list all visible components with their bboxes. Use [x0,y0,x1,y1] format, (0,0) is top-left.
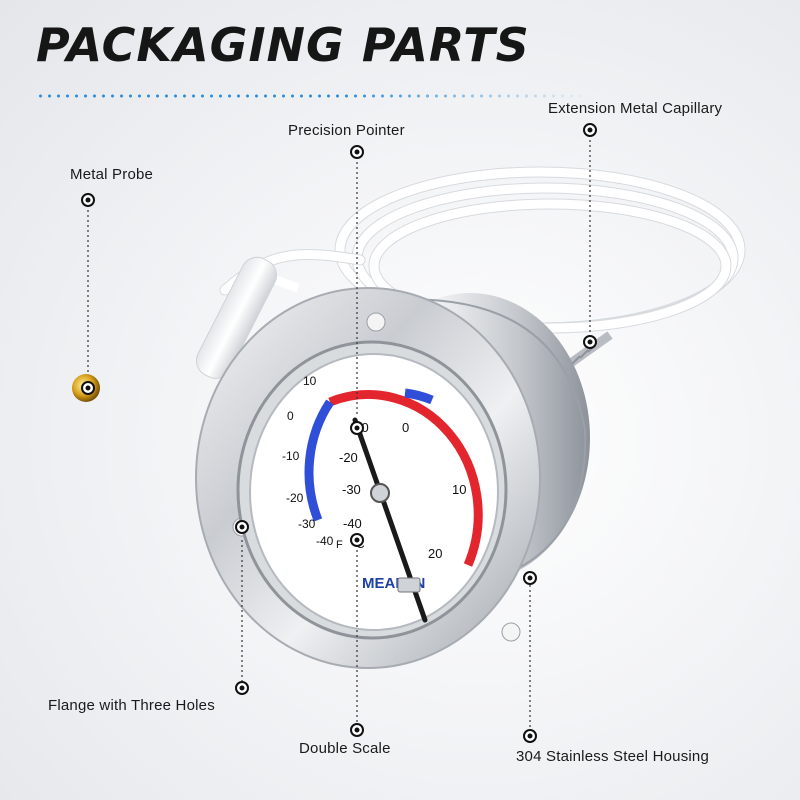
precision-pointer [352,417,428,623]
label-metal-probe: Metal Probe [70,166,154,183]
fahrenheit-tick: -10 [282,449,300,463]
leader-lines [87,130,591,736]
fahrenheit-unit: F [336,539,343,551]
celsius-tick: -30 [342,482,361,497]
fahrenheit-tick: 0 [287,409,294,423]
title-underline-dots [36,94,596,98]
label-flange: Flange with Three Holes [48,697,215,714]
leader-markers [81,123,597,743]
metal-probe [72,256,300,402]
label-extension-capillary: Extension Metal Capillary [548,100,723,117]
fahrenheit-tick: -40 [316,534,334,548]
celsius-tick: 20 [428,546,442,561]
celsius-tick: -40 [343,516,362,531]
label-double-scale: Double Scale [299,740,391,757]
celsius-tick: -20 [339,450,358,465]
celsius-tick: 0 [402,420,409,435]
page-title: PACKAGING PARTS [36,18,530,72]
fahrenheit-tick: 10 [303,374,317,388]
label-precision-pointer: Precision Pointer [288,122,405,139]
fahrenheit-tick: -20 [286,491,304,505]
celsius-tick: 10 [452,482,466,497]
label-housing: 304 Stainless Steel Housing [516,748,710,765]
fahrenheit-tick: -30 [298,517,316,531]
